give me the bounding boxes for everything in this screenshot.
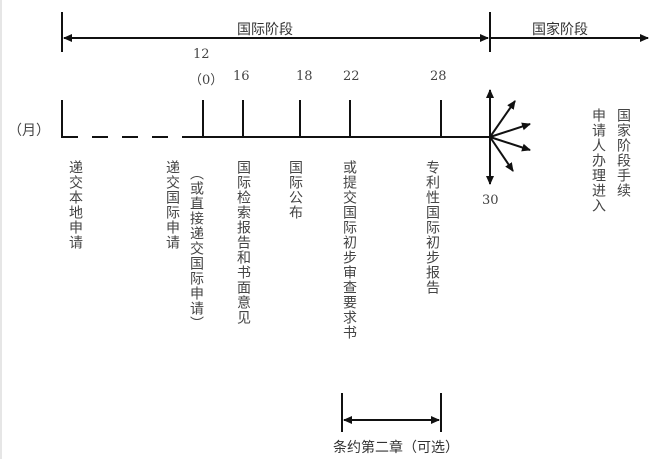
month-18-label: 18 <box>296 69 313 84</box>
event-publication: 国际公布 <box>287 160 303 220</box>
month-28-label: 28 <box>430 69 447 84</box>
unit-label: （月） <box>8 123 50 139</box>
event-intl-filing: 递交国际申请 <box>164 160 180 250</box>
event-direct-intl-filing: （或直接递交国际申请） <box>188 166 204 331</box>
event-national-procedure: 国家阶段手续 <box>615 108 631 198</box>
month-12-label: 12 <box>193 47 210 62</box>
month-16-label: 16 <box>233 69 250 84</box>
month-0-label: （0） <box>189 73 224 88</box>
chapter2-range <box>341 393 442 432</box>
event-applicant-enter: 申请人办理进入 <box>590 108 606 213</box>
international-phase-label: 国际阶段 <box>237 22 293 38</box>
event-ipe-demand: 或提交国际初步审查要求书 <box>341 160 357 340</box>
timeline-axis <box>61 100 490 138</box>
national-phase-label: 国家阶段 <box>532 22 588 38</box>
chapter2-label: 条约第二章（可选） <box>333 440 459 456</box>
month-30-label: 30 <box>482 193 499 208</box>
event-iprp: 专利性国际初步报告 <box>424 160 440 295</box>
month-22-label: 22 <box>343 69 360 84</box>
left-edge-border <box>0 0 2 459</box>
event-search-report: 国际检索报告和书面意见 <box>235 160 251 325</box>
national-entry-burst <box>486 89 531 185</box>
phase-bar <box>61 12 649 52</box>
event-local-filing: 递交本地申请 <box>67 160 83 250</box>
